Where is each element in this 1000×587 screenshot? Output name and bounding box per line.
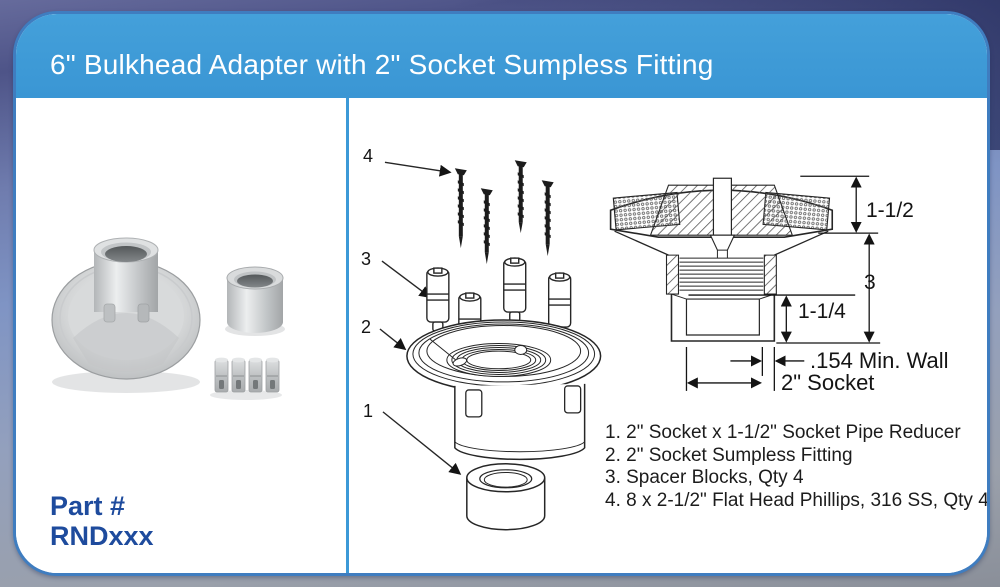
technical-drawing (379, 160, 881, 531)
dimension-lines (685, 175, 881, 391)
spacer-blocks-photo (210, 357, 282, 400)
reducer-drawing (466, 463, 546, 531)
parts-list-item: 3. Spacer Blocks, Qty 4 (605, 467, 804, 488)
product-photo (51, 237, 285, 400)
technical-drawing-panel: 4 3 2 1 1-1/2 3 1-1/4 .154 Min. Wall 2" … (349, 98, 987, 573)
panel-divider (346, 98, 349, 573)
callout-screws: 4 (363, 146, 374, 166)
callout-spacers: 3 (361, 249, 372, 269)
content-area: Part # RNDxxx (16, 98, 987, 573)
spacer-blocks-drawing (426, 257, 572, 357)
part-number-block: Part # RNDxxx (50, 491, 154, 551)
parts-list-item: 4. 8 x 2-1/2" Flat Head Phillips, 316 SS… (605, 489, 989, 511)
part-number: RNDxxx (50, 521, 154, 552)
dimension-min-wall: .154 Min. Wall (810, 348, 949, 373)
part-label: Part # (50, 491, 126, 521)
parts-list-item: 2. 2" Socket Sumpless Fitting (605, 444, 853, 466)
fitting-drawing (406, 319, 602, 461)
dimension-socket-depth: 1-1/4 (798, 300, 846, 323)
flange-photo (51, 237, 201, 393)
dimension-cap-height: 1-1/2 (866, 199, 914, 222)
callout-reducer: 1 (363, 401, 374, 421)
dimension-socket-size: 2" Socket (781, 370, 875, 395)
screws-drawing (454, 160, 554, 265)
exploded-view (379, 160, 602, 531)
sleeve-photo (225, 266, 285, 336)
parts-list: 1. 2" Socket x 1-1/2" Socket Pipe Reduce… (605, 422, 989, 512)
parts-list-item: 1. 2" Socket x 1-1/2" Socket Pipe Reduce… (605, 422, 961, 443)
header-bar: 6" Bulkhead Adapter with 2" Socket Sumpl… (16, 14, 987, 98)
spec-sheet-card: 6" Bulkhead Adapter with 2" Socket Sumpl… (13, 11, 990, 576)
product-photo-panel: Part # RNDxxx (16, 98, 346, 573)
dimension-overall-height: 3 (864, 271, 876, 294)
cross-section-view (609, 175, 881, 391)
page-title: 6" Bulkhead Adapter with 2" Socket Sumpl… (50, 49, 714, 80)
callout-fitting: 2 (361, 317, 372, 337)
